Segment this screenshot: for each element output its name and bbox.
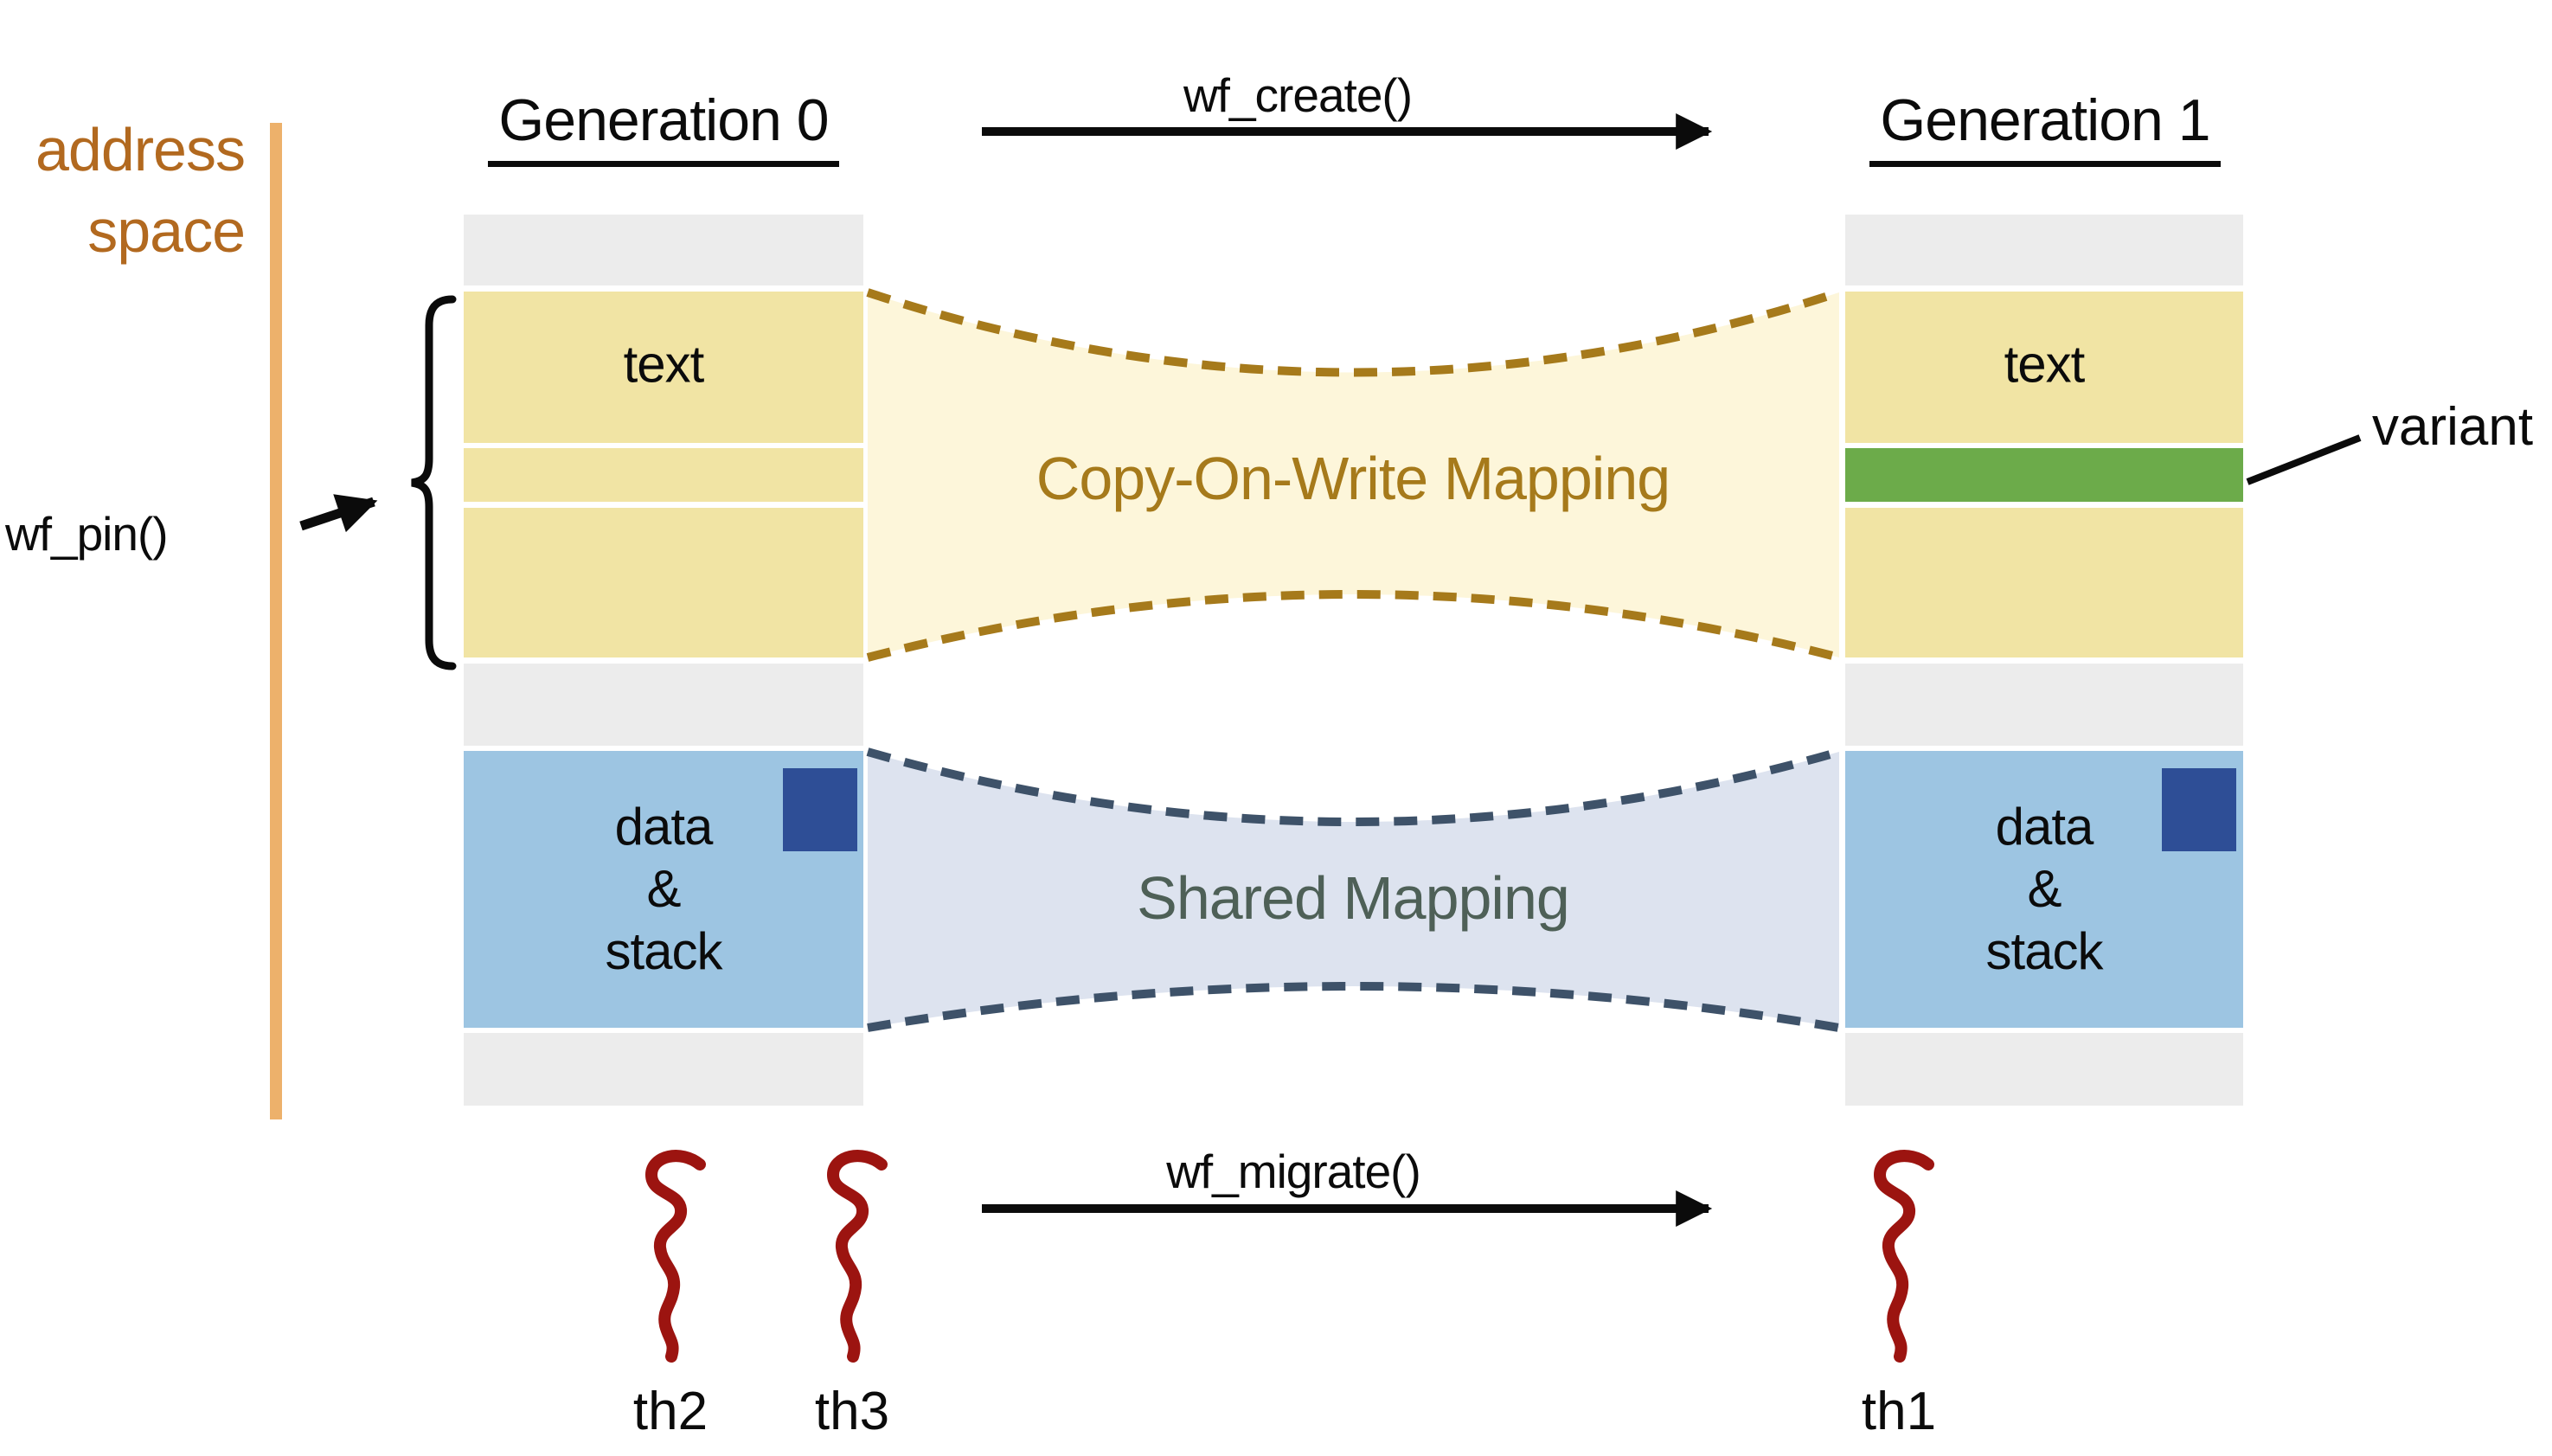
gen0-amp-label: & [646, 860, 681, 918]
thread-squiggle-th1 [1880, 1156, 1928, 1357]
thread-squiggle-th2 [651, 1156, 700, 1357]
gen1-segment-text-lower [1845, 508, 2243, 657]
gen1-segment-variant-band [1845, 448, 2243, 502]
gen1-data-stack-label: data & stack [1985, 796, 2103, 983]
shared-mapping-top-dashed-curve [866, 747, 1841, 826]
variant-pointer-line [2246, 434, 2362, 485]
gen0-text-segment-label: text [623, 335, 705, 394]
generation-0-title: Generation 0 [464, 87, 863, 167]
address-space-axis-line [270, 123, 282, 1119]
wf-create-label: wf_create() [1183, 68, 1413, 122]
address-space-label-line1: address [35, 116, 246, 183]
cow-mapping-label: Copy-On-Write Mapping [1036, 445, 1670, 512]
gen0-segment-text-lower [464, 508, 863, 657]
shared-mapping-region [868, 752, 1839, 1028]
gen1-segment-text [1845, 292, 2243, 443]
gen1-pinned-page-square [2162, 768, 2236, 851]
gen0-segment-unused-mid [464, 664, 863, 746]
gen0-data-label: data [614, 798, 714, 856]
generation-1-title: Generation 1 [1845, 87, 2245, 167]
gen1-amp-label: & [2027, 860, 2061, 918]
gen0-stack-label: stack [605, 922, 722, 980]
address-space-label-line2: space [87, 197, 246, 265]
cow-mapping-top-dashed-curve [866, 288, 1841, 377]
shared-mapping-label: Shared Mapping [1137, 864, 1570, 932]
gen1-segment-unused-mid [1845, 664, 2243, 746]
gen1-data-label: data [1995, 798, 2094, 856]
gen0-segment-text-band [464, 448, 863, 502]
thread-th3-label: th3 [814, 1382, 890, 1441]
variant-label: variant [2372, 397, 2534, 457]
thread-squiggle-th3 [833, 1156, 882, 1357]
gen0-segment-unused-bottom [464, 1033, 863, 1106]
gen0-pinned-page-square [783, 768, 857, 851]
wf-pin-label: wf_pin() [5, 507, 169, 561]
thread-th2-label: th2 [632, 1382, 709, 1441]
gen1-segment-unused-bottom [1845, 1033, 2243, 1106]
gen1-segment-unused-top [1845, 215, 2243, 285]
gen0-data-stack-label: data & stack [605, 796, 722, 983]
address-space-label: address space [0, 109, 246, 272]
gen0-segment-text [464, 292, 863, 443]
gen1-stack-label: stack [1985, 922, 2103, 980]
cow-mapping-region [868, 292, 1839, 657]
thread-th1-label: th1 [1861, 1382, 1937, 1441]
gen1-text-segment-label: text [2004, 335, 2086, 394]
wf-migrate-label: wf_migrate() [1166, 1145, 1421, 1198]
wf-pin-arrow [299, 494, 378, 533]
gen0-segment-unused-top [464, 215, 863, 285]
pinned-region-brace [411, 295, 457, 670]
